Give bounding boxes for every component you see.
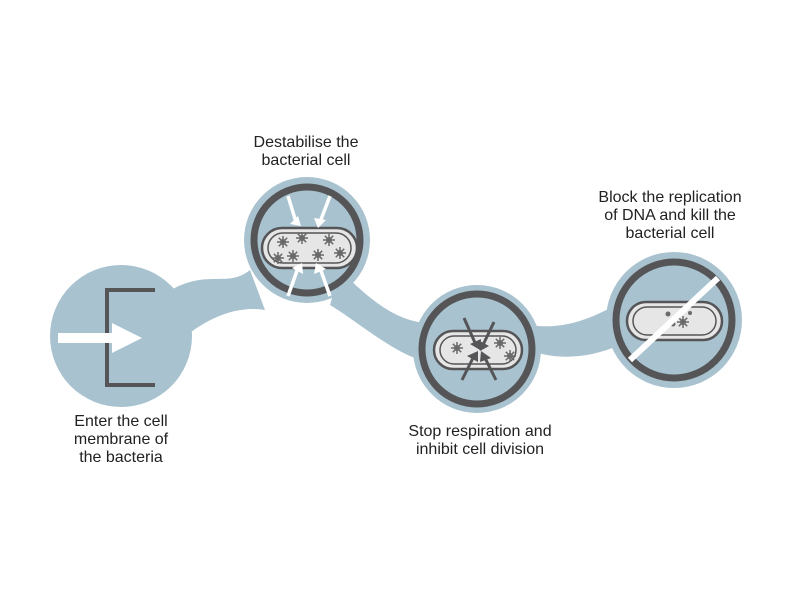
division-arrows-icon: [460, 317, 498, 381]
step-stop-label: Stop respiration and inhibit cell divisi…: [385, 423, 575, 459]
step-enter-bubble: [50, 265, 192, 407]
step-block-label: Block the replication of DNA and kill th…: [580, 189, 760, 243]
step-destabilise-bubble: [244, 177, 370, 303]
step-ring: [250, 183, 364, 297]
step-block-label-line: Block the replication: [598, 189, 742, 206]
connector-band: [530, 305, 620, 357]
step-enter-label-line: membrane of: [73, 431, 169, 448]
step-ring: [612, 258, 736, 382]
step-destabilise-label: Destabilise the bacterial cell: [226, 134, 386, 170]
step-stop-label-line: inhibit cell division: [415, 441, 545, 458]
step-enter-label-line: the bacteria: [79, 449, 163, 466]
bacterial-cell-icon: [260, 226, 359, 270]
step-block-bubble: [606, 252, 742, 388]
step-block-label-line: of DNA and kill the: [604, 207, 736, 224]
step-block-label-line: bacterial cell: [625, 225, 715, 242]
step-stop-label-line: Stop respiration and: [408, 423, 552, 440]
enter-arrow-icon: [58, 323, 142, 353]
step-stop-bubble: [413, 285, 541, 413]
prohibited-slash-icon: [627, 275, 721, 363]
connector-band: [330, 270, 425, 360]
step-enter-label: Enter the cell membrane of the bacteria: [41, 413, 201, 467]
step-destabilise-label-line: Destabilise the: [253, 134, 359, 151]
step-ring: [418, 290, 536, 408]
step-destabilise-label-line: bacterial cell: [261, 152, 351, 169]
pressure-arrows-icon: [286, 195, 332, 297]
step-enter-label-line: Enter the cell: [74, 413, 168, 430]
